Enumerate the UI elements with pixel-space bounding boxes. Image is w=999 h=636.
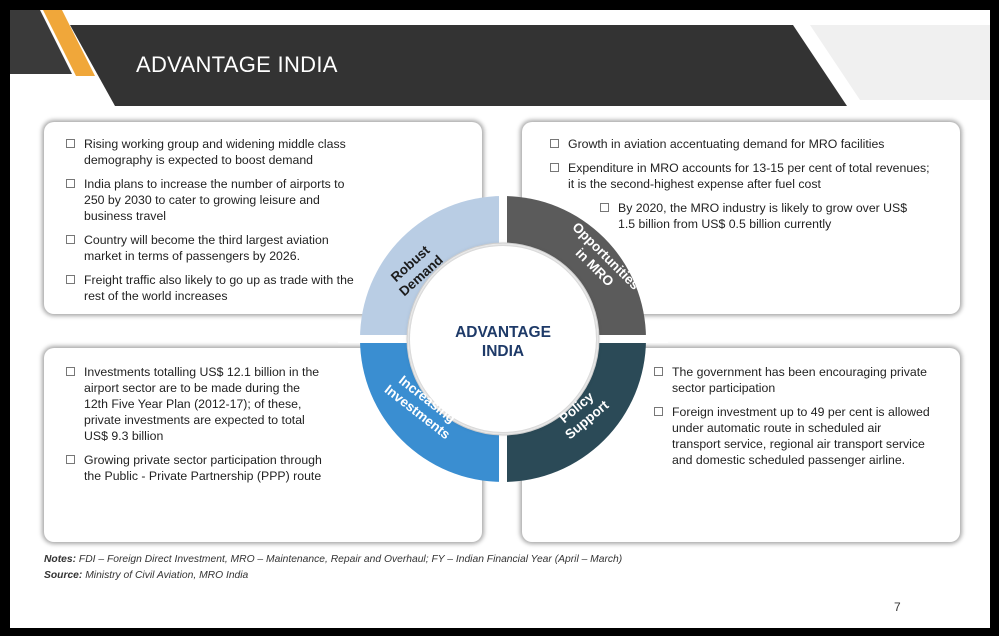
source-label: Source: bbox=[44, 570, 83, 581]
opportunities-mro-sub-bullets: By 2020, the MRO industry is likely to g… bbox=[600, 200, 920, 240]
page-number: 7 bbox=[894, 600, 901, 614]
page-title: ADVANTAGE INDIA bbox=[136, 52, 338, 77]
footnote-notes: Notes: FDI – Foreign Direct Investment, … bbox=[44, 554, 622, 565]
list-item: Growing private sector participation thr… bbox=[66, 452, 324, 484]
policy-support-bullets: The government has been encouraging priv… bbox=[654, 364, 930, 476]
list-item: Country will become the third largest av… bbox=[66, 232, 366, 264]
list-item: Growth in aviation accentuating demand f… bbox=[550, 136, 930, 152]
title-bar: ADVANTAGE INDIA bbox=[10, 10, 990, 106]
notes-label: Notes: bbox=[44, 554, 77, 565]
investments-bullets: Investments totalling US$ 12.1 billion i… bbox=[66, 364, 324, 492]
list-item: By 2020, the MRO industry is likely to g… bbox=[600, 200, 920, 232]
slide: ADVANTAGE INDIA ADVANTAGE INDIA Robust D… bbox=[10, 10, 990, 628]
list-item: Investments totalling US$ 12.1 billion i… bbox=[66, 364, 324, 444]
center-title-line2: INDIA bbox=[482, 343, 524, 360]
notes-text: FDI – Foreign Direct Investment, MRO – M… bbox=[76, 554, 623, 565]
advantage-circle-graphic: ADVANTAGE INDIA Robust Demand Opportunit… bbox=[338, 196, 668, 482]
list-item: The government has been encouraging priv… bbox=[654, 364, 930, 396]
source-text: Ministry of Civil Aviation, MRO India bbox=[82, 570, 249, 581]
footnote-source: Source: Ministry of Civil Aviation, MRO … bbox=[44, 570, 248, 581]
list-item: Rising working group and widening middle… bbox=[66, 136, 366, 168]
opportunities-mro-bullets: Growth in aviation accentuating demand f… bbox=[550, 136, 930, 200]
list-item: Expenditure in MRO accounts for 13-15 pe… bbox=[550, 160, 930, 192]
title-banner-graphic bbox=[10, 10, 990, 106]
robust-demand-bullets: Rising working group and widening middle… bbox=[66, 136, 366, 312]
list-item: Freight traffic also likely to go up as … bbox=[66, 272, 366, 304]
list-item: India plans to increase the number of ai… bbox=[66, 176, 366, 224]
list-item: Foreign investment up to 49 per cent is … bbox=[654, 404, 930, 468]
center-title-line1: ADVANTAGE bbox=[455, 324, 551, 341]
